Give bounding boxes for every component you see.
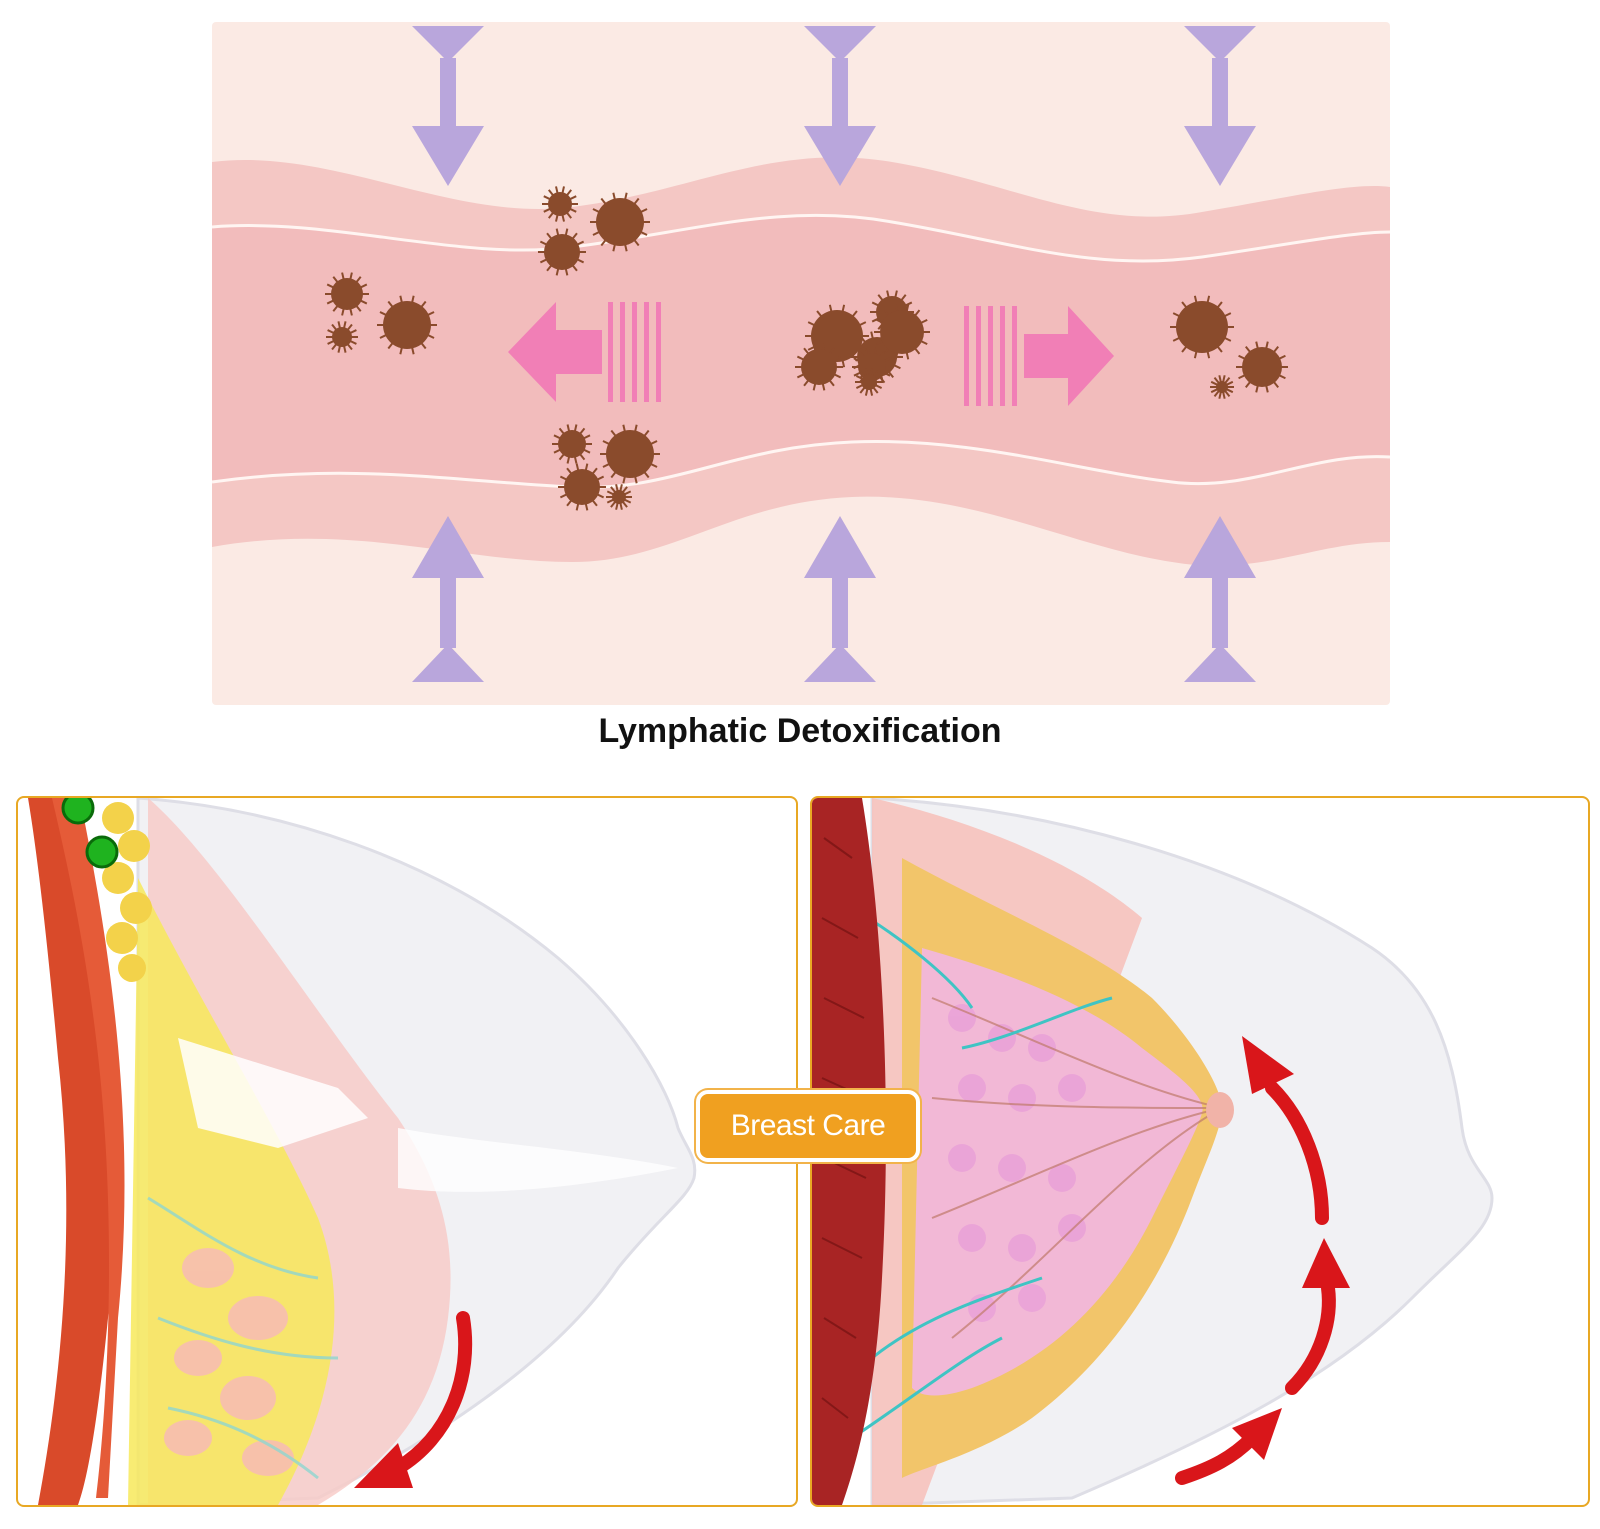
vessel-lumen [212, 215, 1390, 488]
toxin-particle-icon [600, 424, 660, 484]
vessel-illustration [212, 26, 1390, 682]
curved-red-arrow-icon [1285, 1238, 1350, 1395]
toxin-particle-icon [325, 272, 369, 316]
toxin-particle-icon [558, 463, 606, 511]
after-breast-panel [810, 796, 1590, 1507]
pressure-arrow-up-icon [412, 516, 484, 682]
toxin-particle-icon [1236, 341, 1288, 393]
after-breast-illustration [812, 798, 1494, 1505]
toxin-particle-icon [590, 192, 650, 252]
before-breast-panel [16, 796, 798, 1507]
toxin-particle-icon [542, 186, 578, 222]
toxin-particle-icon [606, 484, 632, 510]
flow-arrow-left-icon [508, 302, 661, 402]
toxin-particle-icon [1210, 375, 1234, 399]
toxin-particle-icon [874, 304, 930, 360]
curved-red-arrow-icon [1175, 1408, 1282, 1485]
badge-label: Breast Care [730, 1109, 886, 1142]
pressure-arrow-down-icon [804, 26, 876, 186]
toxin-particle-icon [377, 295, 437, 355]
toxin-particle-icon [538, 228, 586, 276]
curved-red-arrow-icon [354, 1311, 473, 1488]
before-breast-illustration [28, 798, 697, 1505]
lymph-node-cluster [61, 798, 152, 982]
flow-arrow-right-icon [964, 306, 1114, 406]
toxin-particle-icon [1170, 295, 1234, 359]
breast-care-badge: Breast Care [696, 1090, 920, 1162]
diagram-caption: Lymphatic Detoxification [598, 712, 1002, 750]
curved-red-arrow-icon [1242, 1036, 1329, 1225]
pectoral-muscle [28, 798, 114, 1505]
pressure-arrow-up-icon [804, 516, 876, 682]
toxin-particle-icon [855, 368, 883, 396]
toxin-particle-icon [326, 321, 358, 353]
lymphatic-vessel-diagram [212, 22, 1390, 705]
toxin-particle-icon [552, 424, 592, 464]
toxin-particle-icon [795, 343, 843, 391]
pressure-arrow-down-icon [412, 26, 484, 186]
pressure-arrow-up-icon [1184, 516, 1256, 682]
pressure-arrow-down-icon [1184, 26, 1256, 186]
